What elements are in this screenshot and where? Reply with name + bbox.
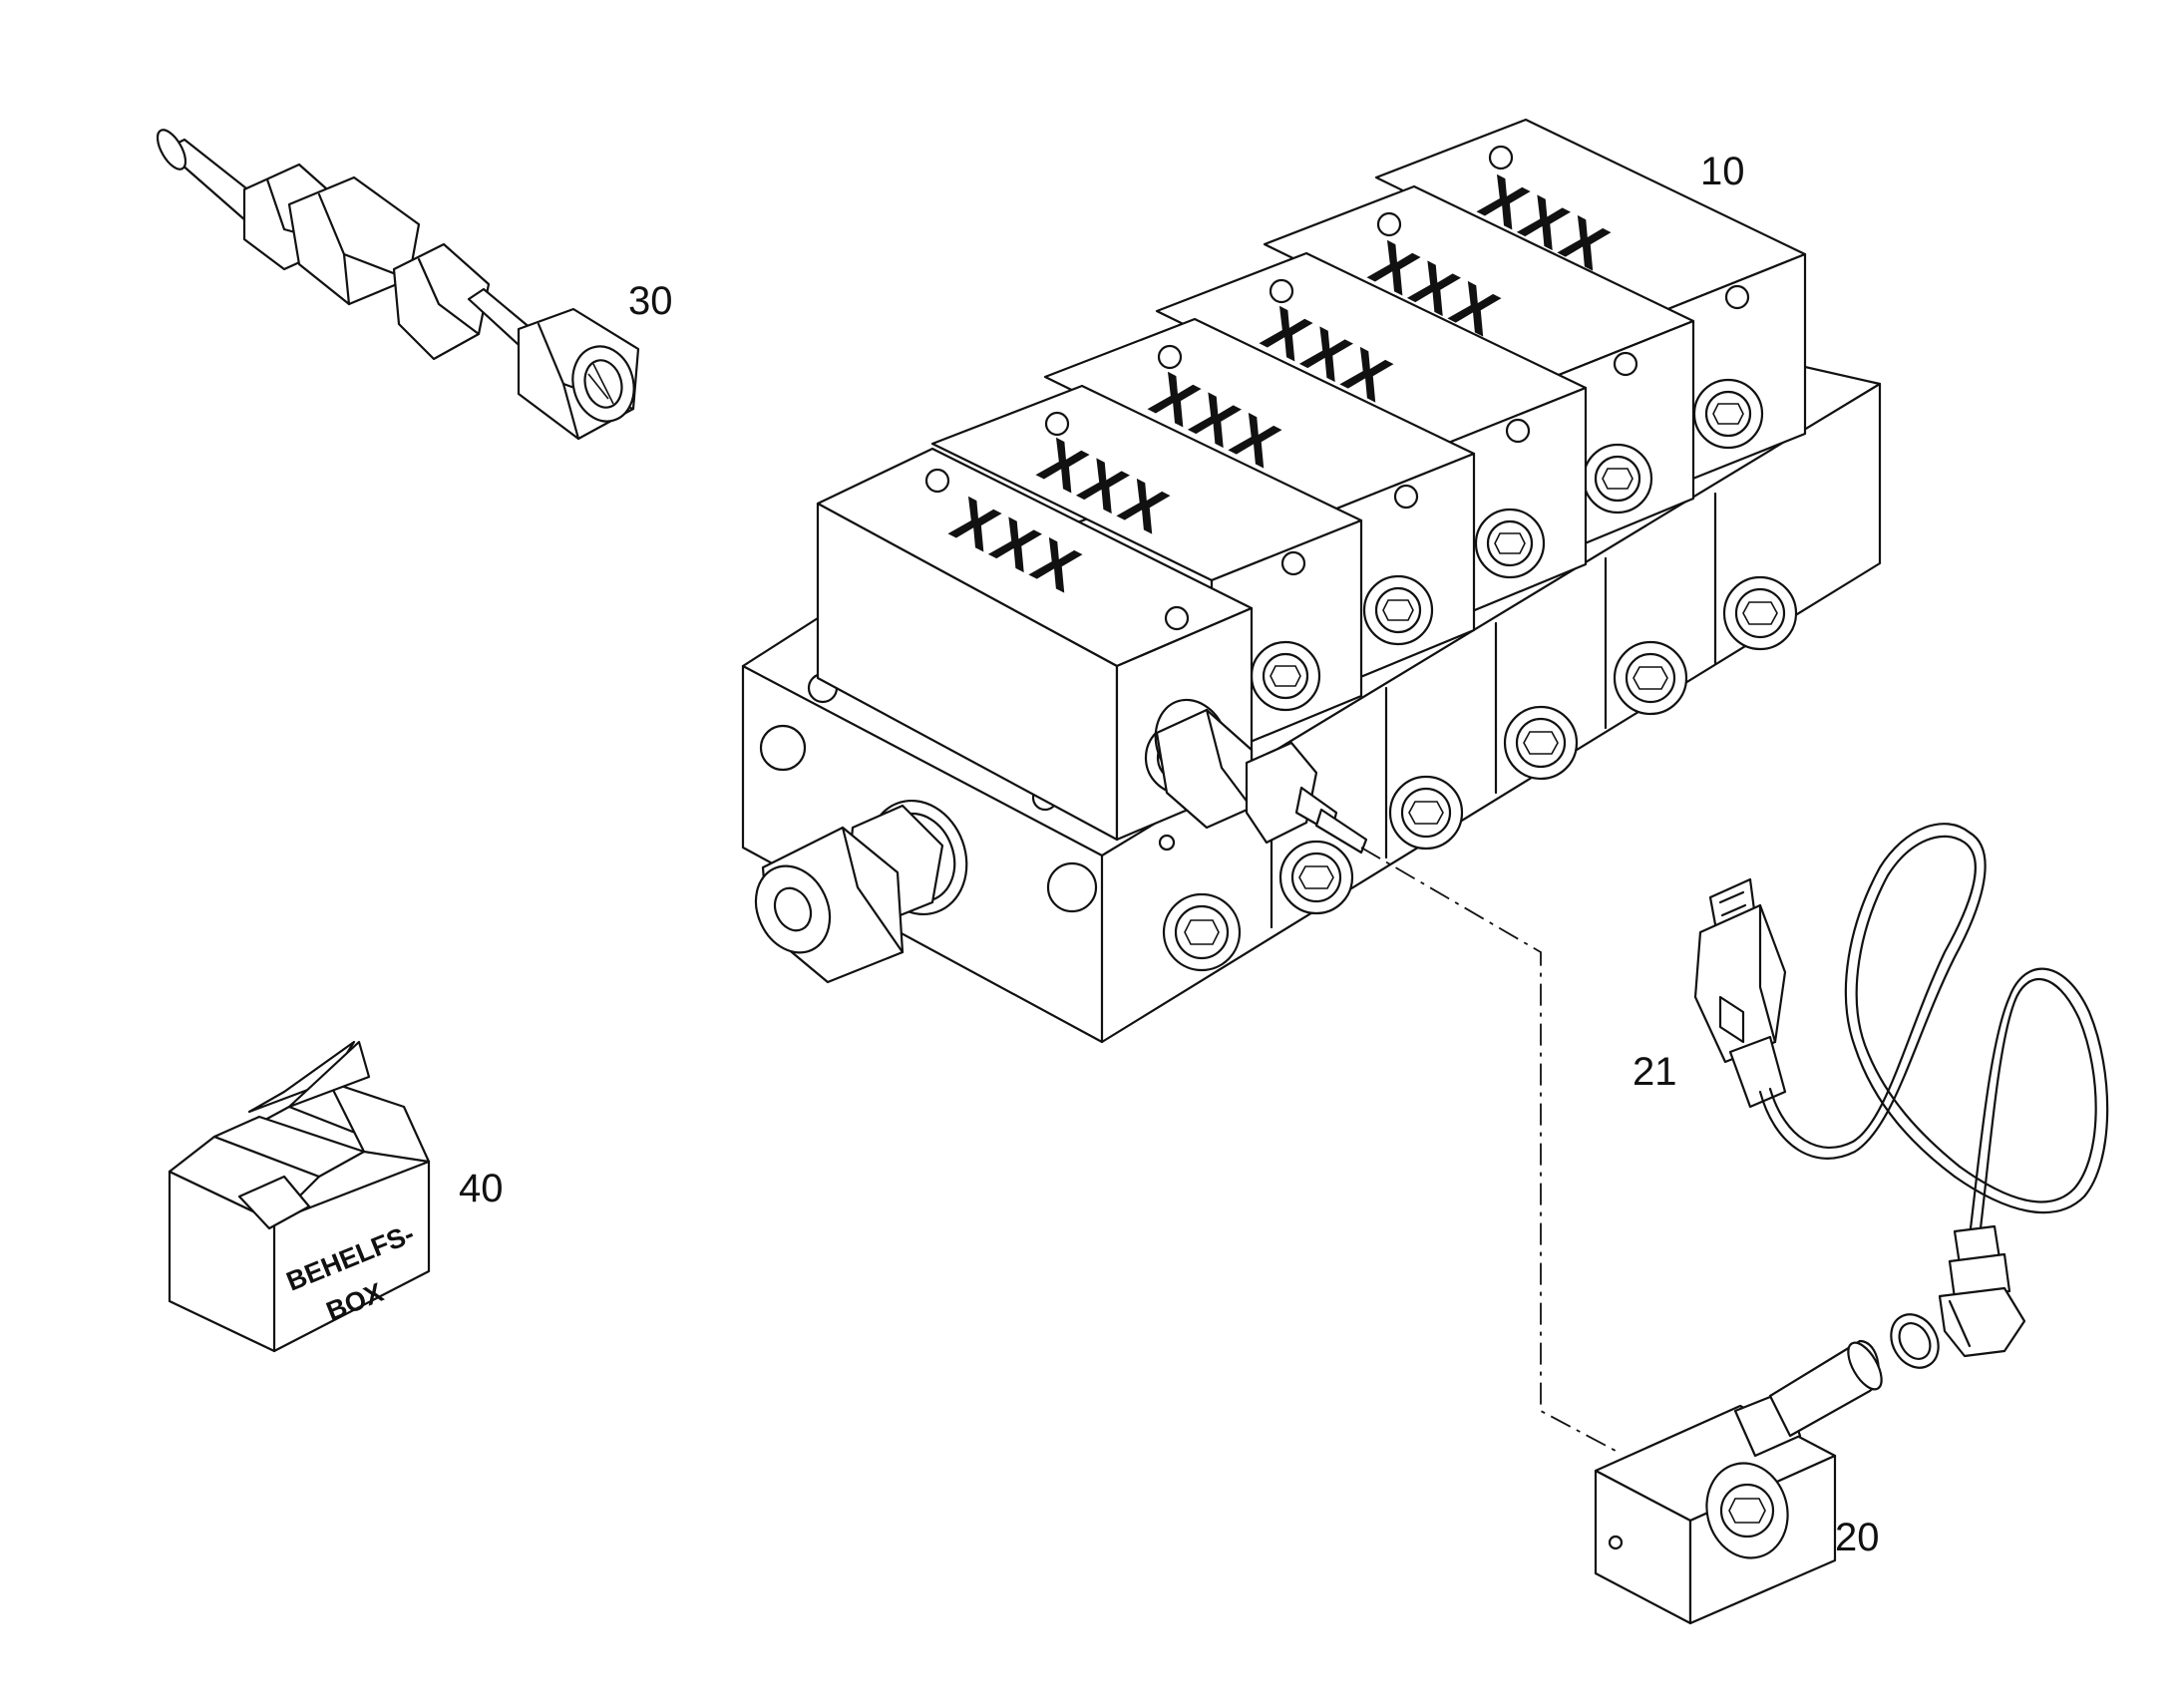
callout-21: 21 <box>1633 1050 1677 1094</box>
callout-40: 40 <box>459 1167 504 1210</box>
outlet-port <box>1158 834 1176 852</box>
mounting-hole <box>759 724 807 772</box>
callout-30: 30 <box>628 279 673 323</box>
part-21-cable <box>1693 823 2109 1369</box>
part-30-pipe-fitting <box>156 129 640 441</box>
callout-20: 20 <box>1835 1516 1880 1559</box>
indicator-fitting <box>1154 698 1368 854</box>
assembly-line <box>1360 847 1617 1452</box>
inlet-fitting <box>754 799 968 984</box>
callout-10: 10 <box>1700 150 1745 193</box>
mounting-hole <box>1046 861 1098 913</box>
base-outlet-plugs <box>1162 575 1798 972</box>
part-10-distributor-block: XXX XXX XXX XXX XXX <box>741 118 1882 1452</box>
part-40-behelfs-box: BEHELFS- BOX <box>168 1040 431 1353</box>
part-20-proximity-switch <box>1594 1339 1883 1625</box>
